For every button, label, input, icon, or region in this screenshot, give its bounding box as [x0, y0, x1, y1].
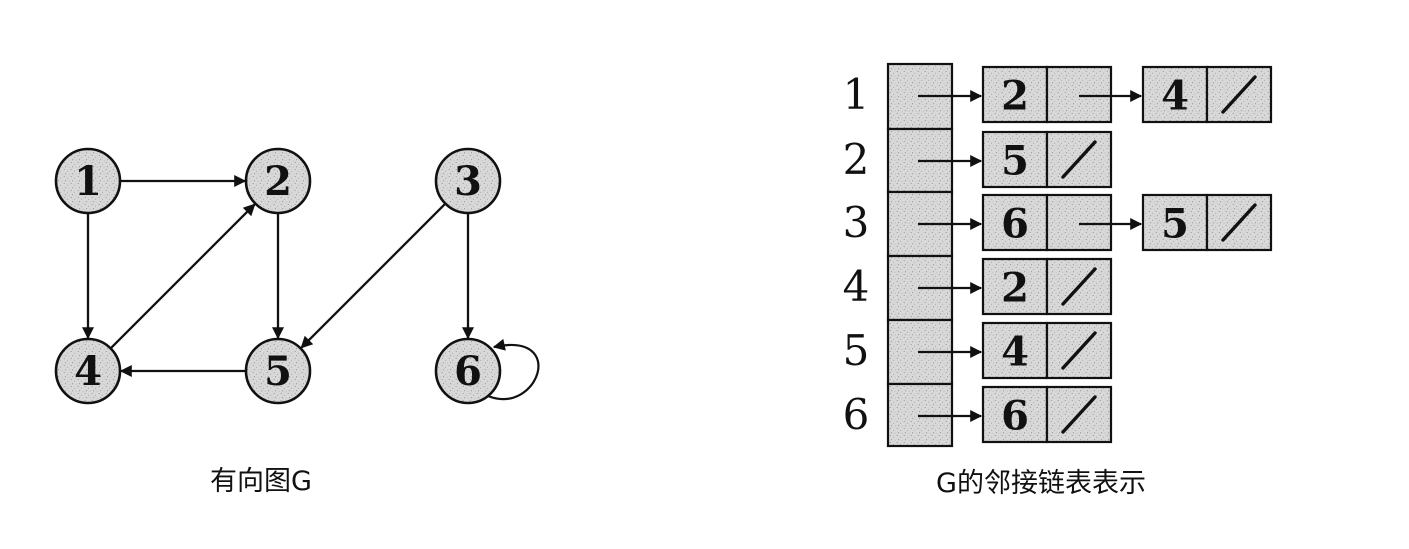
vertex-label: 5: [843, 326, 870, 375]
list-node-value: 5: [1001, 138, 1029, 185]
graph-node-4: 4: [54, 337, 122, 405]
graph-node-2: 2: [244, 147, 312, 215]
list-node-next-cell: [1045, 193, 1113, 252]
list-node-value: 5: [1161, 201, 1189, 248]
node-label: 3: [454, 158, 482, 205]
edge-3-5: [300, 203, 446, 349]
graph-node-3: 3: [434, 147, 502, 215]
node-circle: [244, 337, 312, 405]
node-circle: [244, 147, 312, 215]
graph-nodes: 1 2 3 4 5 6: [54, 147, 502, 405]
vertex-label: 6: [843, 390, 870, 439]
node-circle: [434, 147, 502, 215]
node-label: 2: [264, 158, 292, 205]
list-node-value: 2: [1001, 265, 1029, 312]
null-pointer-slash: [1061, 267, 1097, 306]
list-node: 6: [981, 385, 1113, 444]
vertex-label: 1: [843, 70, 870, 119]
adjacency-row-1: 1 2 4: [843, 62, 1273, 131]
null-pointer-slash: [1061, 331, 1097, 370]
list-node: 4: [981, 321, 1113, 380]
null-pointer-slash: [1221, 75, 1257, 114]
node-label: 4: [74, 348, 102, 395]
list-node: 6: [981, 193, 1143, 252]
list-node-value: 2: [1001, 73, 1029, 120]
edge-4-2: [110, 203, 256, 349]
directed-graph: 1 2 3 4 5 6: [54, 147, 540, 405]
graph-node-1: 1: [54, 147, 122, 215]
graph-caption: 有向图G: [210, 466, 312, 497]
adjacency-caption: G的邻接链表表示: [936, 468, 1146, 499]
adjacency-row-3: 3 6 5: [843, 190, 1273, 258]
vertex-label: 3: [843, 198, 870, 247]
node-label: 1: [74, 158, 102, 205]
list-node: 5: [1141, 193, 1273, 252]
node-circle: [434, 337, 502, 405]
list-node-value: 4: [1001, 329, 1029, 376]
list-node: 2: [981, 65, 1143, 124]
vertex-label: 4: [843, 262, 870, 311]
list-node-value: 4: [1161, 73, 1189, 120]
node-label: 5: [264, 348, 292, 395]
null-pointer-slash: [1221, 203, 1257, 242]
node-label: 6: [454, 348, 482, 395]
graph-node-5: 5: [244, 337, 312, 405]
list-node-value: 6: [1001, 201, 1029, 248]
list-node: 5: [981, 130, 1113, 189]
graph-edges: [82, 175, 540, 400]
null-pointer-slash: [1061, 140, 1097, 179]
list-node: 4: [1141, 65, 1273, 124]
node-circle: [54, 337, 122, 405]
graph-node-6: 6: [434, 337, 502, 405]
list-node-value-cell: [981, 65, 1049, 124]
node-circle: [54, 147, 122, 215]
vertex-label: 2: [843, 135, 870, 184]
list-node-next-cell: [1045, 65, 1113, 124]
null-pointer-slash: [1061, 395, 1097, 434]
list-node-value: 6: [1001, 393, 1029, 440]
self-loop-edge-6: [487, 338, 540, 400]
list-node: 2: [981, 257, 1113, 316]
